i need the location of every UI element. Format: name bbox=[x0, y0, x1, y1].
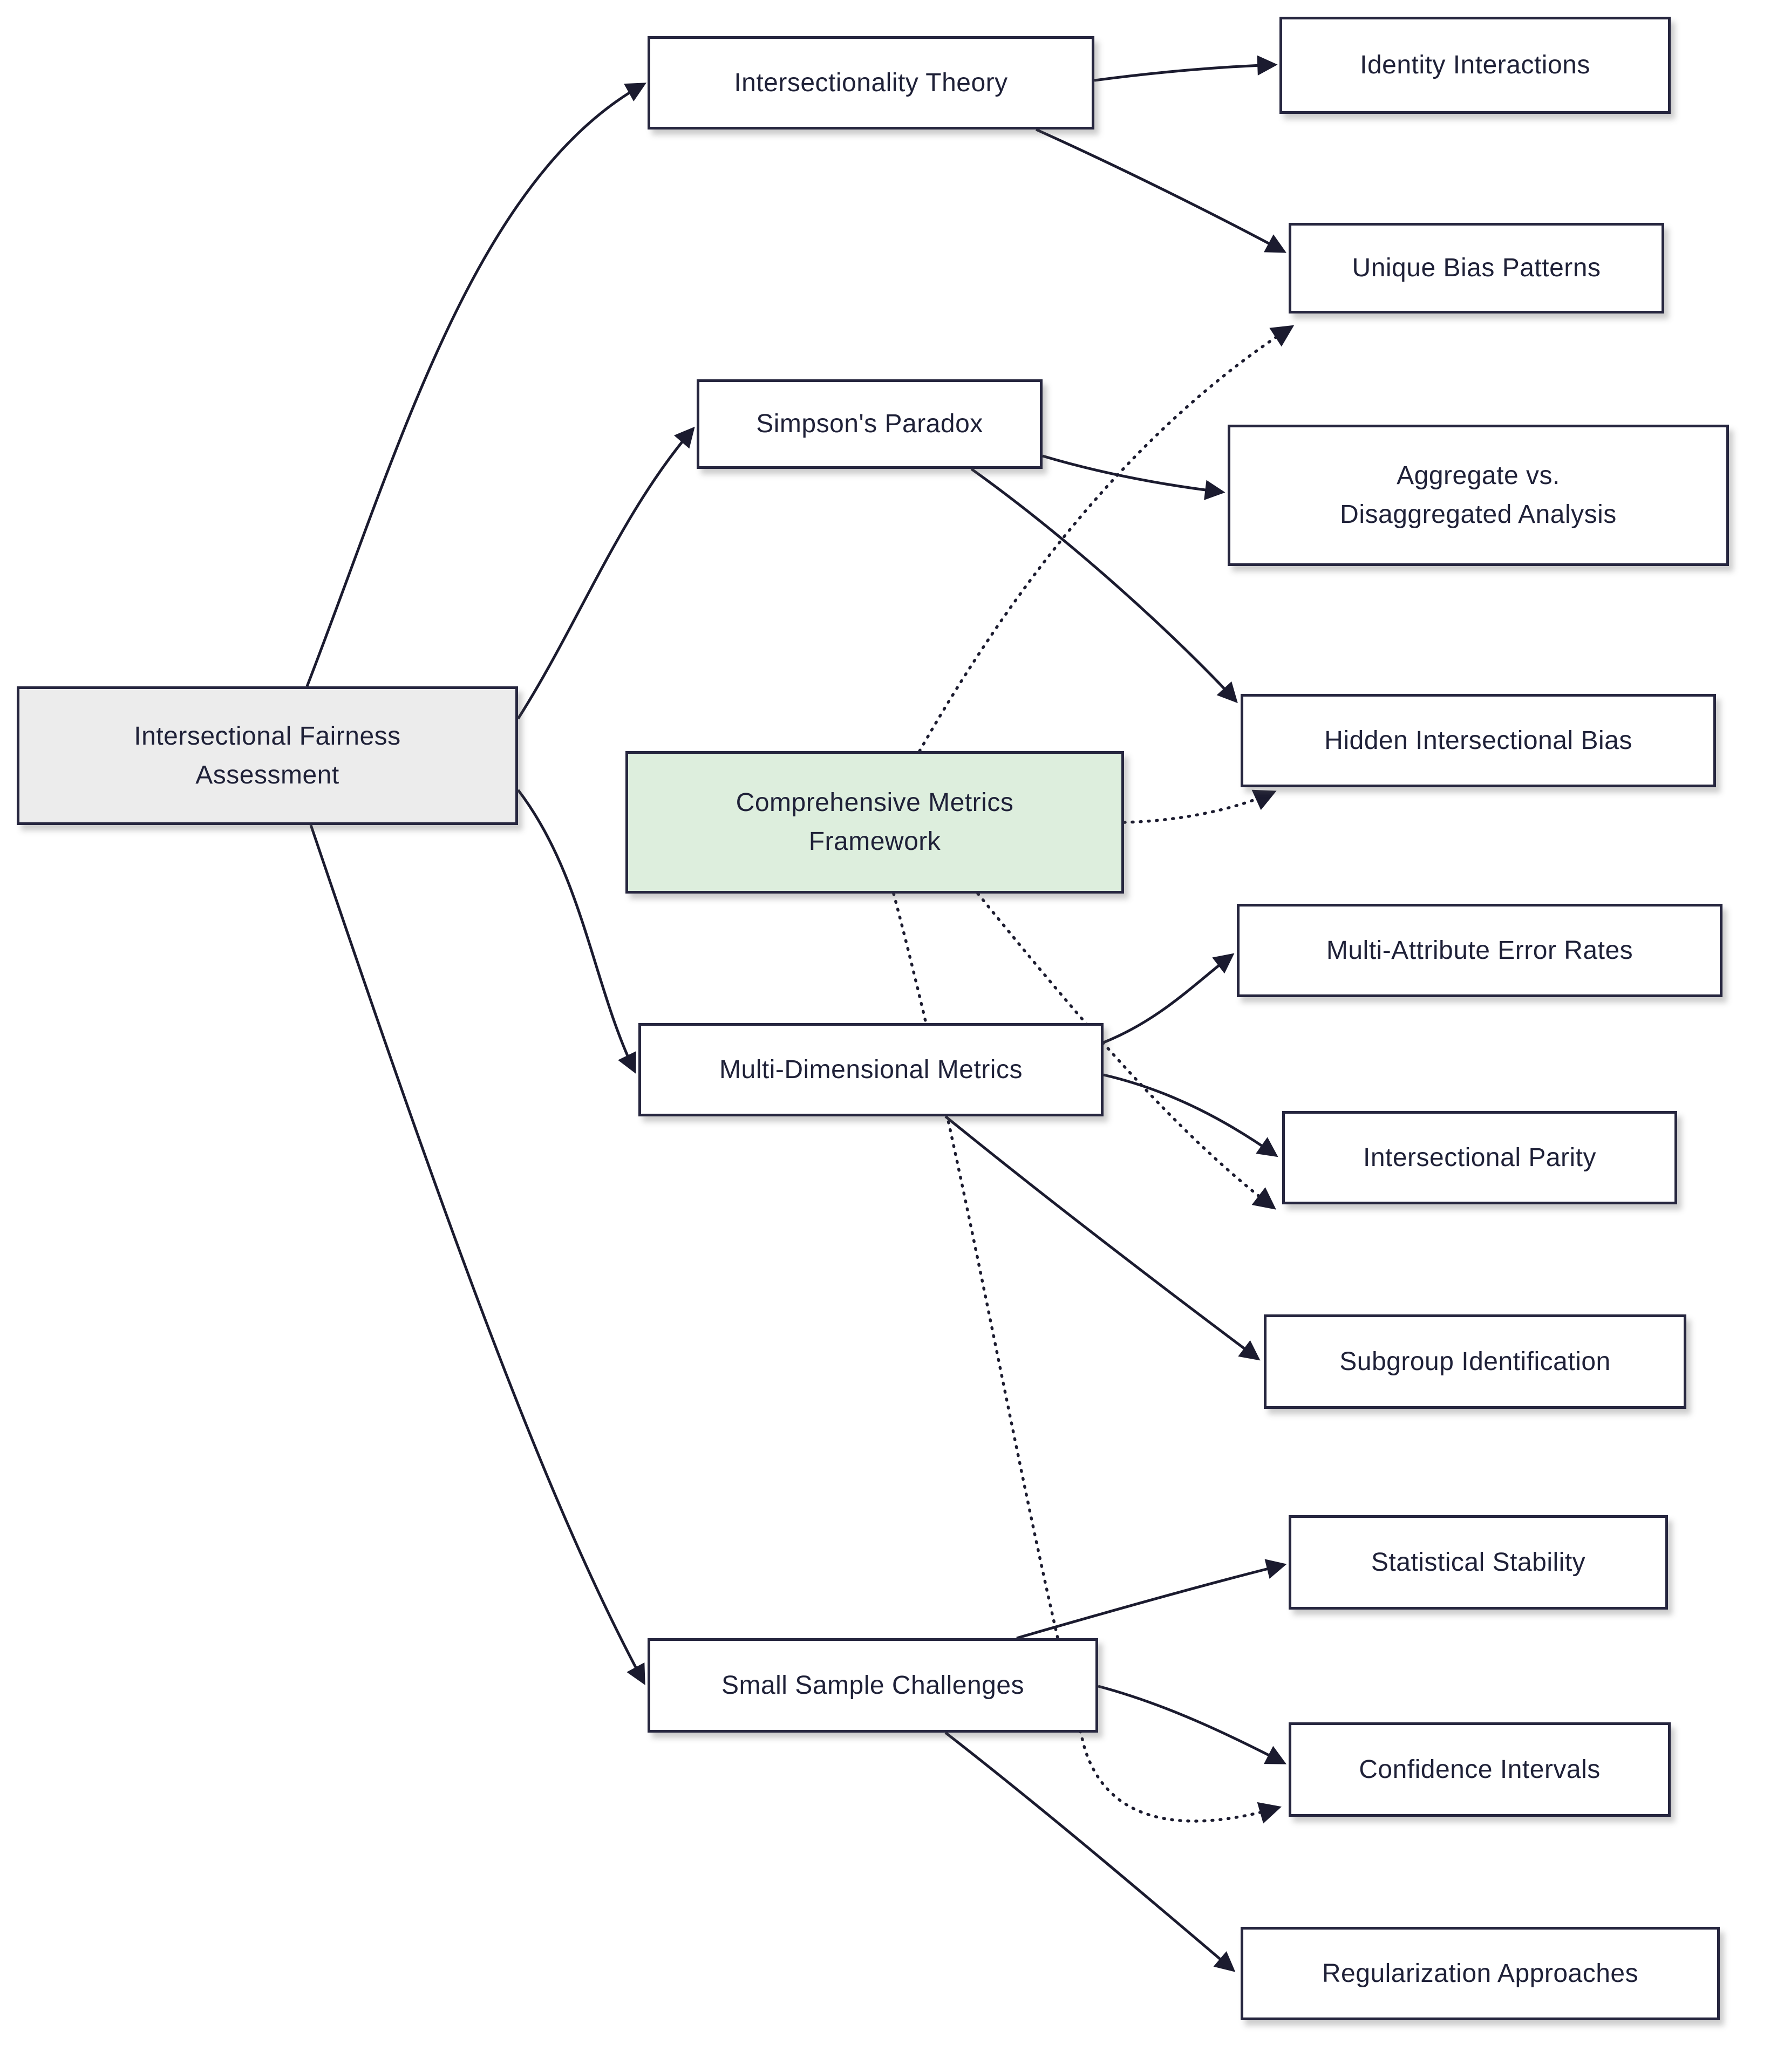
edge-simpsons-paradox-to-aggregate-vs-disaggregated bbox=[1042, 454, 1225, 500]
node-regularization-approaches: Regularization Approaches bbox=[1241, 1927, 1720, 2020]
edge-small-sample-challenges-to-confidence-intervals bbox=[1098, 1685, 1287, 1764]
node-comprehensive-metrics-framework: Comprehensive Metrics Framework bbox=[625, 751, 1124, 894]
edge-multi-dimensional-metrics-to-subgroup-identification bbox=[944, 1115, 1261, 1361]
edge-intersectionality-theory-to-identity-interactions bbox=[1094, 55, 1278, 82]
node-unique-bias-patterns: Unique Bias Patterns bbox=[1289, 223, 1664, 313]
edge-root-to-intersectionality-theory bbox=[305, 83, 646, 687]
edge-root-to-simpsons-paradox bbox=[516, 426, 695, 720]
node-subgroup-identification: Subgroup Identification bbox=[1264, 1314, 1686, 1409]
node-intersectional-parity: Intersectional Parity bbox=[1282, 1111, 1677, 1204]
node-identity-interactions: Identity Interactions bbox=[1279, 17, 1671, 114]
edge-framework-to-unique-bias-patterns bbox=[918, 325, 1295, 753]
edge-multi-dimensional-metrics-to-multi-attribute-error-rates bbox=[1103, 953, 1235, 1044]
edge-small-sample-challenges-to-regularization-approaches bbox=[944, 1732, 1236, 1972]
node-aggregate-vs-disaggregated-analysis: Aggregate vs. Disaggregated Analysis bbox=[1228, 425, 1729, 566]
node-multi-attribute-error-rates: Multi-Attribute Error Rates bbox=[1237, 904, 1722, 997]
node-hidden-intersectional-bias: Hidden Intersectional Bias bbox=[1241, 694, 1716, 787]
edge-framework-to-intersectional-parity bbox=[976, 892, 1276, 1210]
edge-framework-to-hidden-intersectional-bias bbox=[1122, 789, 1277, 824]
node-confidence-intervals: Confidence Intervals bbox=[1289, 1722, 1671, 1817]
node-statistical-stability: Statistical Stability bbox=[1289, 1515, 1668, 1610]
edge-root-to-small-sample-challenges bbox=[309, 824, 645, 1685]
node-small-sample-challenges: Small Sample Challenges bbox=[648, 1638, 1098, 1733]
node-intersectionality-theory: Intersectionality Theory bbox=[648, 36, 1094, 130]
edge-root-to-multi-dimensional-metrics bbox=[517, 789, 636, 1074]
edge-small-sample-challenges-to-statistical-stability bbox=[1016, 1559, 1287, 1640]
edge-intersectionality-theory-to-unique-bias-patterns bbox=[1035, 128, 1286, 253]
edge-multi-dimensional-metrics-to-intersectional-parity bbox=[1103, 1073, 1278, 1157]
edge-simpsons-paradox-to-hidden-intersectional-bias bbox=[970, 467, 1238, 704]
node-intersectional-fairness-assessment: Intersectional Fairness Assessment bbox=[17, 686, 518, 825]
node-multi-dimensional-metrics: Multi-Dimensional Metrics bbox=[638, 1023, 1104, 1116]
node-simpsons-paradox: Simpson's Paradox bbox=[697, 379, 1043, 469]
